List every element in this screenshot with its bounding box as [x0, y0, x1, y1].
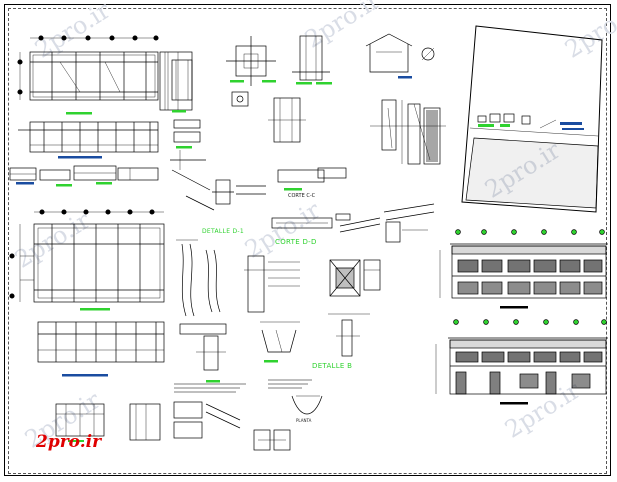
footing-details: [170, 91, 306, 170]
label-corte-dd: CORTE D-D: [275, 238, 317, 246]
building-elevation-top: [439, 243, 608, 299]
floor-plan-middle: [19, 211, 165, 303]
site-logo: 2pro.ir: [36, 432, 102, 452]
label-detalle-d1: DETALLE D-1: [202, 228, 245, 235]
sheet-border: [4, 4, 611, 476]
bottom-details: [55, 395, 323, 451]
column-sections-mid: [171, 167, 347, 211]
shed-section: [365, 33, 435, 73]
label-planta: PLANTA: [296, 418, 312, 423]
elevation-strip-top: [18, 121, 159, 153]
column-detail-middle: [244, 213, 381, 313]
elevation-strip-bottom: [37, 321, 165, 363]
footing-detail-lower: [179, 313, 370, 371]
label-detalle-b: DETALLE B: [312, 362, 353, 370]
label-corte-cc: CORTE C-C: [288, 193, 316, 199]
floor-plan-top: [19, 37, 193, 111]
small-details-left: [9, 165, 159, 181]
truss-detail: [329, 203, 435, 297]
wall-section-detail: [370, 99, 446, 165]
column-detail-top: [171, 35, 330, 101]
site-plan: [461, 25, 603, 213]
notes-block: [174, 379, 312, 393]
building-elevation-bottom: [435, 337, 608, 395]
sheet-inner-border: [8, 8, 607, 474]
tree-detail: [176, 239, 221, 317]
